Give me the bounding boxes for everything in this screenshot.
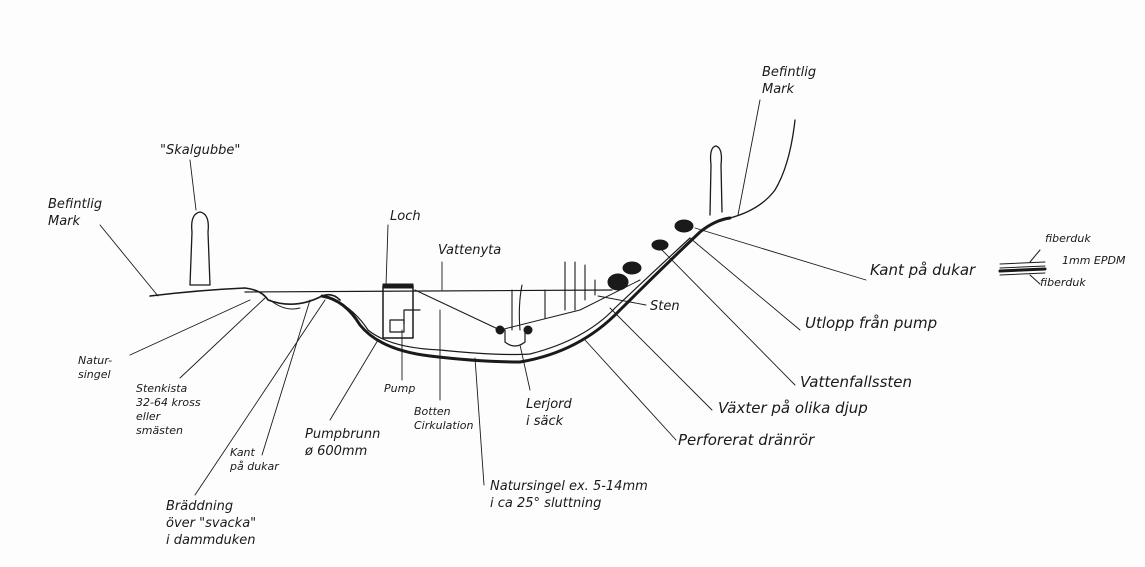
text-line: Natursingel ex. 5-14mm (490, 479, 648, 494)
label-utlopp: Utlopp från pump (805, 314, 938, 332)
text-line: eller (136, 410, 161, 423)
text-line: Natur- (78, 354, 113, 367)
label-epdm: 1mm EPDM (1062, 254, 1126, 267)
label-vattenfallssten: Vattenfallssten (800, 373, 913, 391)
label-skalgubbe: "Skalgubbe" (160, 143, 241, 158)
text-line: på dukar (230, 460, 279, 473)
label-vaxter: Växter på olika djup (718, 399, 868, 417)
text-line: Befintlig (762, 65, 817, 80)
label-kant-pa-dukar-right: Kant på dukar (870, 261, 976, 279)
pond-liner (320, 216, 732, 364)
scale-figure-right (709, 145, 723, 216)
leader-lines (99, 99, 867, 496)
pump (389, 319, 405, 333)
label-fiberduk-bottom: fiberduk (1040, 276, 1086, 289)
label-lerjord: Lerjord i säck (526, 396, 572, 430)
text-line: smästen (136, 424, 183, 437)
label-natursingel-slope: Natursingel ex. 5-14mm i ca 25° sluttning (490, 478, 648, 512)
text-line: Mark (762, 82, 795, 97)
text-line: Lerjord (526, 397, 572, 412)
gravel-slope (414, 279, 641, 331)
text-line: Bräddning (166, 499, 234, 514)
text-line: Botten (414, 405, 451, 418)
scale-figure-left (189, 211, 211, 286)
label-fiberduk-top: fiberduk (1045, 232, 1091, 245)
pump-well (382, 285, 414, 339)
label-loch: Loch (390, 209, 421, 224)
clay-bag (504, 329, 526, 347)
text-line: i ca 25° sluttning (490, 496, 602, 511)
pump-pipe (403, 309, 421, 325)
text-line: över "svacka" (166, 516, 257, 531)
text-line: Befintlig (48, 197, 103, 212)
plants (511, 261, 596, 331)
text-line: Stenkista (136, 382, 188, 395)
text-line: Cirkulation (414, 419, 474, 432)
text-line: Pumpbrunn (305, 427, 381, 442)
ground-right (729, 119, 796, 219)
text-line: Kant (230, 446, 255, 459)
label-vattenyta: Vattenyta (438, 243, 502, 258)
water-surface (244, 289, 613, 293)
text-line: singel (78, 368, 111, 381)
stone (607, 273, 629, 291)
pond-liner-inner (334, 237, 691, 356)
text-line: i säck (526, 414, 564, 429)
layer-legend (999, 261, 1046, 269)
label-braddning: Bräddning över "svacka" i dammduken (166, 498, 256, 549)
label-sten: Sten (650, 299, 680, 314)
label-dranror: Perforerat dränrör (678, 431, 815, 449)
label-pump: Pump (384, 382, 416, 395)
ground-left (149, 287, 341, 305)
text-line: i dammduken (166, 533, 256, 548)
label-pumpbrunn: Pumpbrunn ø 600mm (305, 426, 380, 460)
lid (382, 283, 414, 289)
text-line: Mark (48, 214, 81, 229)
text-line: ø 600mm (305, 444, 368, 459)
text-line: 32-64 kross (136, 396, 201, 409)
label-natursingel-left: Natur-singel (78, 354, 112, 382)
